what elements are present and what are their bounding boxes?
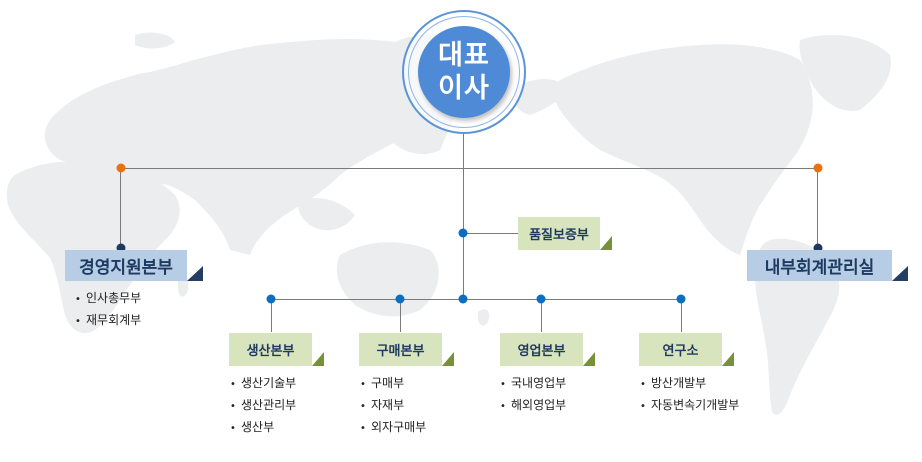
connector-hq-horizontal: [120, 168, 818, 169]
list-item: •국내영업부: [500, 372, 566, 394]
map-south-america: [754, 238, 840, 415]
ceo-label-line2: 이사: [438, 73, 490, 104]
list-item: •자동변속기개발부: [640, 394, 739, 416]
connector-division-3: [541, 299, 542, 332]
node-dot-hq-left: [116, 243, 126, 253]
node-dot-hq-right: [813, 243, 823, 253]
ceo-inner-ring: [408, 16, 520, 128]
division-production[interactable]: 생산본부: [229, 333, 312, 366]
list-item: •재무회계부: [75, 309, 141, 331]
node-dot-division-2: [395, 294, 405, 304]
division-purchasing[interactable]: 구매본부: [359, 333, 442, 366]
dept-flag-icon: [722, 352, 734, 366]
connector-quality: [463, 233, 518, 234]
list-item: •구매부: [360, 372, 426, 394]
bullet-icon: •: [500, 401, 506, 412]
ceo-node[interactable]: 대표 이사: [418, 26, 510, 118]
dept-flag-icon: [312, 352, 324, 366]
dept-flag-icon: [442, 352, 454, 366]
map-greenland-iceland: [135, 32, 175, 49]
division-production-items: •생산기술부 •생산관리부 •생산부: [230, 372, 296, 438]
bullet-icon: •: [640, 401, 646, 412]
division-sales[interactable]: 영업본부: [500, 333, 583, 366]
node-dot-division-4: [676, 294, 686, 304]
map-greenland: [799, 35, 891, 111]
division-research-lab[interactable]: 연구소: [639, 333, 722, 366]
node-dot-right: [813, 163, 823, 173]
connector-left-hq-down: [120, 168, 121, 248]
dept-label: 품질보증부: [529, 228, 589, 243]
bullet-icon: •: [75, 316, 81, 327]
map-new-zealand: [477, 309, 490, 326]
node-dot-left: [116, 163, 126, 173]
node-dot-center: [458, 294, 468, 304]
list-item: •생산부: [230, 416, 296, 438]
bullet-icon: •: [500, 379, 506, 390]
connector-division-2: [400, 299, 401, 332]
division-label: 영업본부: [517, 344, 566, 359]
list-item: •자재부: [360, 394, 426, 416]
map-southeast-asia: [298, 198, 355, 231]
bullet-icon: •: [230, 423, 236, 434]
list-item: •생산관리부: [230, 394, 296, 416]
connector-division-1: [271, 299, 272, 332]
hq-label: 경영지원본부: [79, 258, 173, 278]
connector-division-4: [681, 299, 682, 332]
connector-divisions-horizontal: [271, 299, 681, 300]
node-dot-quality: [458, 228, 468, 238]
map-alaska: [514, 78, 570, 115]
hq-flag-icon: [187, 266, 203, 281]
list-item: •외자구매부: [360, 416, 426, 438]
division-research-lab-items: •방산개발부 •자동변속기개발부: [640, 372, 739, 416]
hq-management-support[interactable]: 경영지원본부: [65, 250, 187, 281]
map-scandinavia: [105, 71, 171, 112]
node-dot-division-1: [266, 294, 276, 304]
map-north-america: [554, 44, 813, 255]
hq-label: 내부회계관리실: [764, 258, 875, 278]
bullet-icon: •: [360, 401, 366, 412]
dept-flag-icon: [600, 236, 612, 250]
hq-internal-accounting[interactable]: 내부회계관리실: [747, 250, 892, 281]
hq-management-support-items: •인사총무부 •재무회계부: [75, 287, 141, 331]
node-dot-division-3: [536, 294, 546, 304]
bullet-icon: •: [75, 294, 81, 305]
bullet-icon: •: [230, 401, 236, 412]
division-label: 연구소: [662, 344, 699, 359]
list-item: •방산개발부: [640, 372, 739, 394]
division-sales-items: •국내영업부 •해외영업부: [500, 372, 566, 416]
bullet-icon: •: [360, 423, 366, 434]
connector-right-hq-down: [817, 168, 818, 248]
list-item: •생산기술부: [230, 372, 296, 394]
map-africa: [6, 161, 180, 334]
ceo-label-line1: 대표: [438, 40, 490, 71]
connector-ceo-down: [463, 134, 464, 299]
dept-quality-assurance[interactable]: 품질보증부: [518, 217, 600, 250]
list-item: •해외영업부: [500, 394, 566, 416]
bullet-icon: •: [230, 379, 236, 390]
division-label: 생산본부: [246, 344, 295, 359]
map-australia: [336, 242, 439, 317]
division-purchasing-items: •구매부 •자재부 •외자구매부: [360, 372, 426, 438]
bullet-icon: •: [640, 379, 646, 390]
hq-flag-icon: [892, 266, 908, 281]
dept-flag-icon: [583, 352, 595, 366]
division-label: 구매본부: [376, 344, 425, 359]
bullet-icon: •: [360, 379, 366, 390]
list-item: •인사총무부: [75, 287, 141, 309]
